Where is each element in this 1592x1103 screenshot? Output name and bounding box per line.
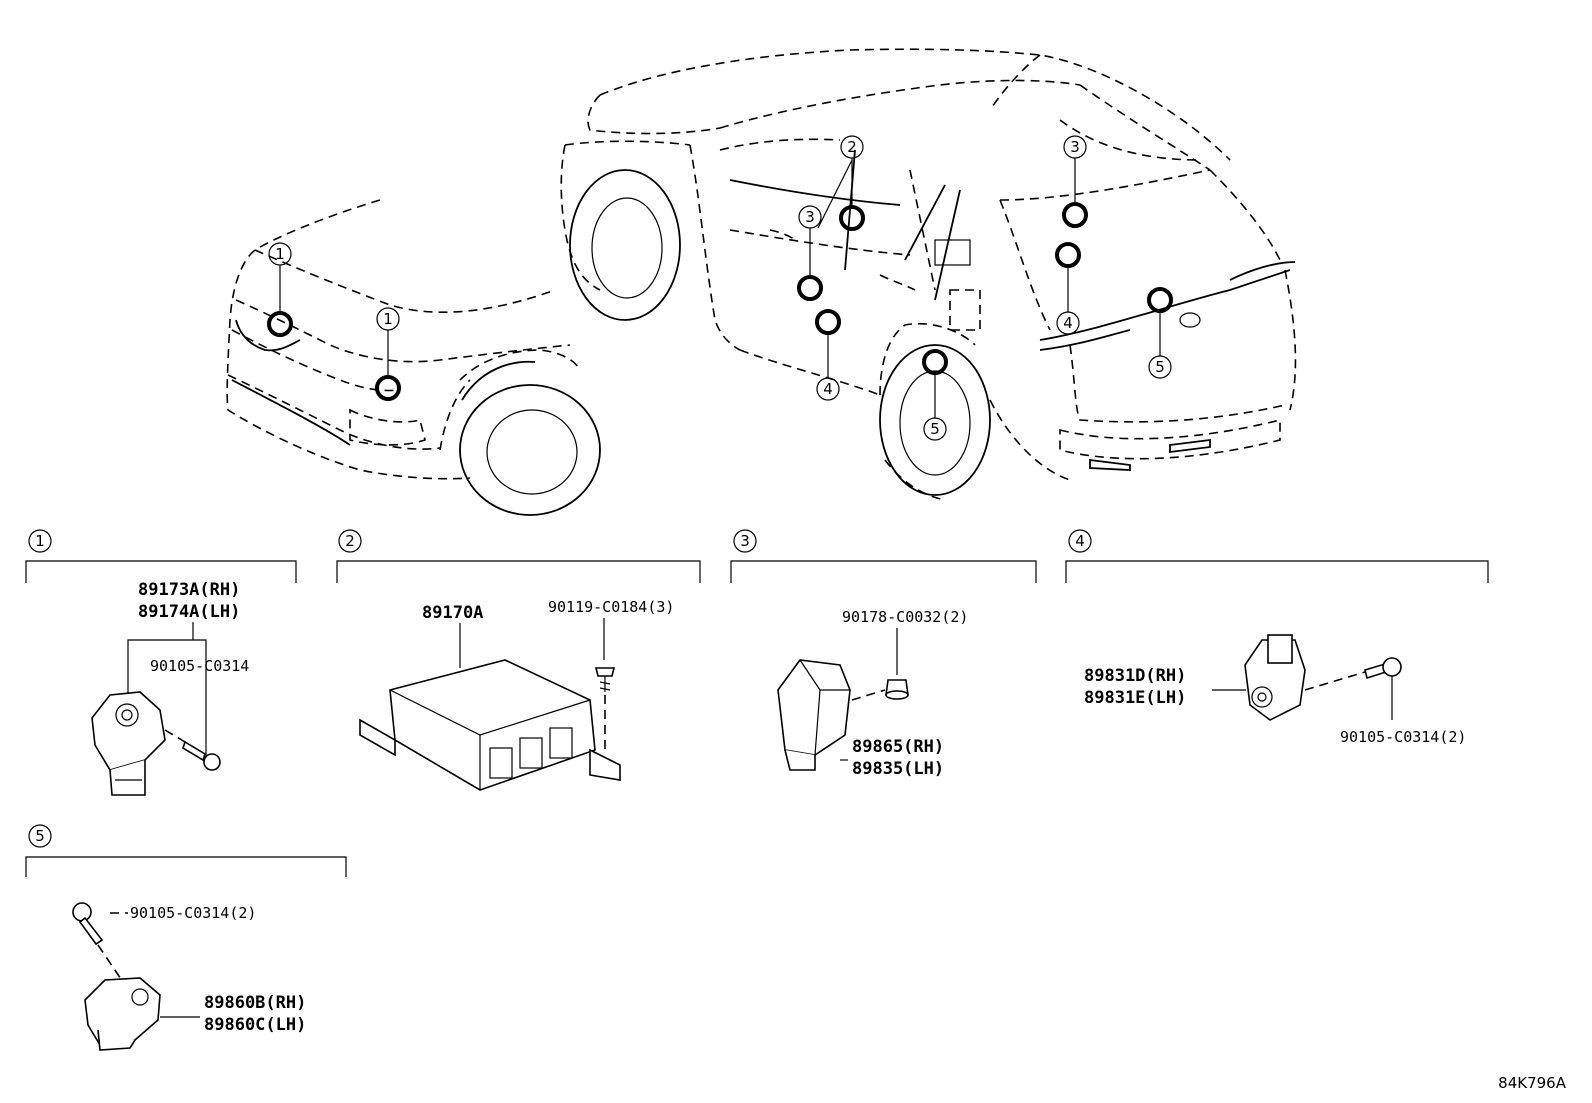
part-89831D-label: 89831D(RH) (1084, 666, 1186, 686)
part-90105-C0314-label: 90105-C0314 (150, 657, 249, 675)
front-impact-sensor-icon (84, 977, 161, 1051)
bolt-icon (1364, 657, 1402, 680)
diagram-id: 84K796A (1498, 1074, 1567, 1092)
part-89860C-label: 89860C(LH) (204, 1015, 306, 1035)
part-89835-label: 89835(LH) (852, 759, 944, 779)
rear-vehicle-illustration (560, 48, 1297, 501)
part-89174A-label: 89174A(LH) (138, 602, 240, 622)
callout-5-wheel: 5 (930, 420, 940, 438)
callout-5-rear: 5 (1155, 358, 1165, 376)
callout-1-front-right: 1 (383, 310, 393, 328)
part-89173A-label: 89173A(RH) (138, 580, 240, 600)
callout-4-side: 4 (823, 380, 833, 398)
group-4: 4 89831D(RH) 89831E(LH) 90105-C0314(2) (1065, 529, 1489, 746)
group-5-callout: 5 (35, 827, 45, 845)
callout-3-side: 3 (805, 208, 815, 226)
callout-1-front-left: 1 (275, 245, 285, 263)
group-1: 1 89173A(RH) 89174A(LH) 90105-C0314 (25, 529, 297, 796)
bolt-icon (72, 902, 104, 946)
front-airbag-sensor-icon (91, 691, 166, 796)
group-4-callout: 4 (1075, 532, 1085, 550)
part-89831E-label: 89831E(LH) (1084, 688, 1186, 708)
part-90105-C0314-2-g5-label: 90105-C0314(2) (130, 904, 256, 922)
part-90119-C0184-label: 90119-C0184(3) (548, 598, 674, 616)
screw-icon (594, 667, 616, 692)
group-2-bracket (336, 560, 701, 583)
group-5-bracket (25, 856, 347, 877)
part-89860B-label: 89860B(RH) (204, 993, 306, 1013)
group-3-bracket (730, 560, 1037, 583)
group-1-bracket (25, 560, 297, 583)
airbag-control-module-icon (359, 659, 621, 791)
group-2: 2 89170A 90119-C0184(3) (336, 529, 701, 791)
front-vehicle-illustration (226, 199, 601, 516)
part-89865-label: 89865(RH) (852, 737, 944, 757)
callout-4-rear: 4 (1063, 314, 1073, 332)
callout-3-rear: 3 (1070, 138, 1080, 156)
group-5: 5 90105-C0314(2) 89860B(RH) 89860C(LH) (25, 824, 347, 1051)
bolt-icon (182, 740, 221, 771)
location-markers (267, 158, 1173, 418)
group-3-callout: 3 (740, 532, 750, 550)
rear-impact-sensor-icon (1244, 634, 1306, 721)
group-4-bracket (1065, 560, 1489, 583)
part-90105-C0314-2-label: 90105-C0314(2) (1340, 728, 1466, 746)
vehicle-callouts: 1 1 2 3 3 4 4 5 5 (268, 135, 1172, 441)
group-1-callout: 1 (35, 532, 45, 550)
part-89170A-label: 89170A (422, 603, 483, 623)
callout-2-vehicle: 2 (847, 138, 857, 156)
group-2-callout: 2 (345, 532, 355, 550)
side-airbag-sensor-icon (777, 659, 851, 771)
clip-nut-icon (885, 679, 909, 700)
group-3: 3 90178-C0032(2) 89865(RH) 89835(LH) (730, 529, 1037, 779)
part-90178-C0032-label: 90178-C0032(2) (842, 608, 968, 626)
